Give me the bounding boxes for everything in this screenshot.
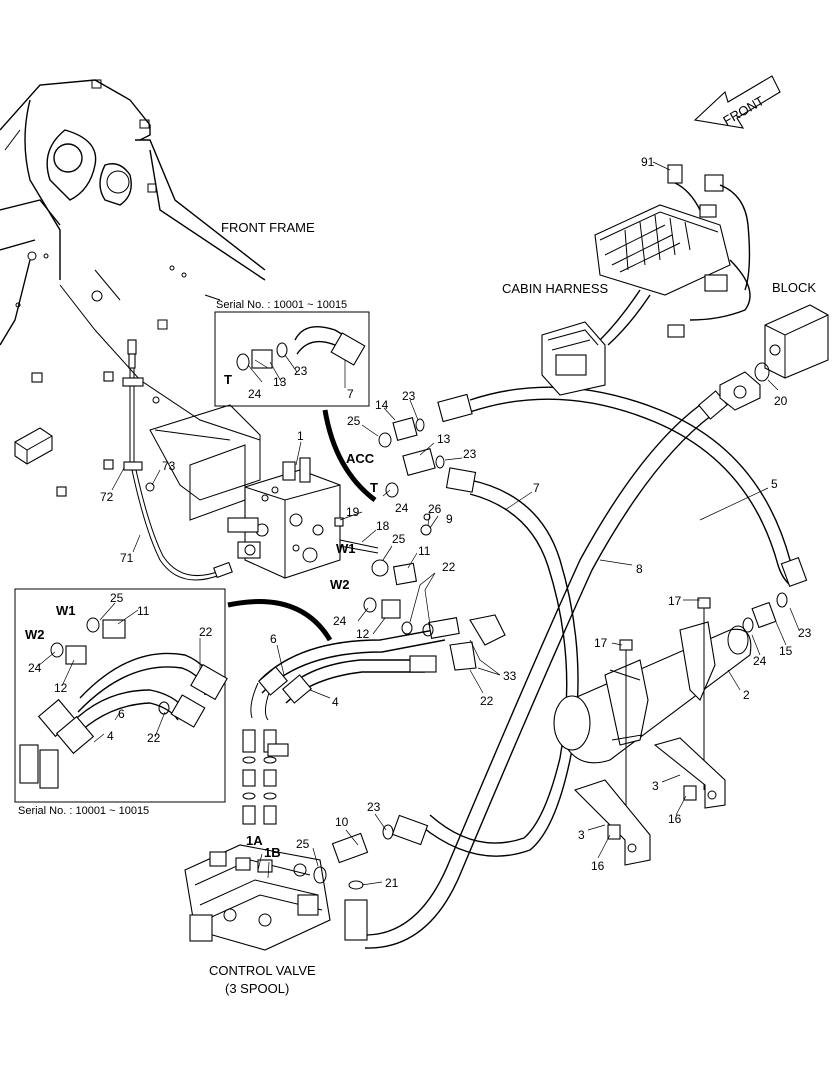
brackets [573, 737, 726, 866]
callout-24c: 24 [753, 654, 767, 668]
inset-top-parts [236, 326, 366, 371]
port-label-w2: W2 [330, 577, 350, 592]
callout-16b: 16 [591, 859, 605, 873]
serial-label-top: Serial No. : 10001 ~ 10015 [216, 299, 347, 311]
callout-25b: 25 [392, 532, 406, 546]
callout-72: 72 [100, 490, 114, 504]
port-label-acc: ACC [346, 451, 375, 466]
inset-left-callout-12: 12 [54, 681, 68, 695]
callout-1: 1 [297, 429, 304, 443]
valve-block [227, 457, 341, 579]
callout-numbers: 91 20 1 73 72 71 14 23 25 13 23 24 26 9 … [100, 155, 812, 890]
callout-19: 19 [346, 505, 360, 519]
callout-16a: 16 [668, 812, 682, 826]
port-label-w1: W1 [336, 541, 356, 556]
cabin-harness-label: CABIN HARNESS [502, 281, 609, 296]
inset-port-label-w1: W1 [56, 603, 76, 618]
callout-13: 13 [437, 432, 451, 446]
callout-91: 91 [641, 155, 655, 169]
callout-22b: 22 [480, 694, 494, 708]
inset-left-callout-25: 25 [110, 591, 124, 605]
inset-left-callout-11: 11 [137, 604, 150, 618]
callout-23c: 23 [798, 626, 812, 640]
inset-port-label-t: T [224, 372, 232, 387]
valve-fitting-stack [242, 729, 289, 825]
callout-25a: 25 [347, 414, 361, 428]
callout-8: 8 [636, 562, 643, 576]
callout-23a: 23 [402, 389, 416, 403]
callout-23d: 23 [367, 800, 381, 814]
inset-top-callout-24: 24 [248, 387, 262, 401]
callout-22a: 22 [442, 560, 456, 574]
block-label: BLOCK [772, 280, 816, 295]
callout-21: 21 [385, 876, 399, 890]
callout-24a: 24 [395, 501, 409, 515]
callout-3a: 3 [652, 779, 659, 793]
callout-17a: 17 [668, 594, 682, 608]
pressure-line-assembly [103, 339, 233, 581]
callout-18: 18 [376, 519, 390, 533]
inset-top-callout-13: 13 [273, 375, 287, 389]
inset-left-callout-6: 6 [118, 707, 125, 721]
callout-5: 5 [771, 477, 778, 491]
callout-73: 73 [162, 459, 176, 473]
callout-26: 26 [428, 502, 442, 516]
inset-left-callout-4: 4 [107, 729, 114, 743]
callout-arc-top [322, 409, 377, 502]
inset-top-callout-23: 23 [294, 364, 308, 378]
port-label-1b: 1B [264, 845, 281, 860]
cabin-harness-drawing [541, 164, 751, 396]
callout-25c: 25 [296, 837, 310, 851]
inset-top-callout-7: 7 [347, 387, 354, 401]
callout-9: 9 [446, 512, 453, 526]
callout-20: 20 [774, 394, 788, 408]
callout-arc-left [227, 599, 333, 642]
callout-12: 12 [356, 627, 370, 641]
port-label-t: T [370, 480, 378, 495]
callout-14: 14 [375, 398, 389, 412]
accumulator [553, 597, 752, 820]
inset-box-top [214, 311, 370, 407]
leader-lines [37, 161, 800, 886]
callout-3b: 3 [578, 828, 585, 842]
callout-23b: 23 [463, 447, 477, 461]
serial-label-left: Serial No. : 10001 ~ 10015 [18, 805, 149, 817]
callout-7: 7 [533, 481, 540, 495]
callout-24b: 24 [333, 614, 347, 628]
control-valve-drawing [184, 729, 331, 951]
port-label-1a: 1A [246, 833, 263, 848]
inset-top-callouts: 24 13 23 7 [248, 364, 354, 401]
inset-left-callout-22a: 22 [199, 625, 213, 639]
inset-left-callout-22b: 22 [147, 731, 161, 745]
control-valve-label: CONTROL VALVE [209, 963, 316, 978]
inset-left-parts [19, 617, 228, 789]
hose-fittings [258, 390, 808, 941]
callout-71: 71 [120, 551, 134, 565]
callout-10: 10 [335, 815, 349, 829]
callout-17b: 17 [594, 636, 608, 650]
front-arrow [693, 75, 781, 129]
inset-box-left [14, 588, 226, 803]
callout-2: 2 [743, 688, 750, 702]
callout-4: 4 [332, 695, 339, 709]
front-frame-drawing [0, 79, 266, 521]
callout-6: 6 [270, 632, 277, 646]
small-fittings [313, 417, 788, 890]
block-drawing [719, 304, 829, 411]
inset-left-callouts: 25 11 22 24 12 6 4 22 [28, 591, 213, 745]
inset-port-label-w2: W2 [25, 627, 45, 642]
inset-left-callout-24: 24 [28, 661, 42, 675]
front-frame-label: FRONT FRAME [221, 220, 315, 235]
callout-11: 11 [418, 544, 431, 558]
callout-15: 15 [779, 644, 793, 658]
callout-33: 33 [503, 669, 517, 683]
control-valve-spool-label: (3 SPOOL) [225, 981, 289, 996]
